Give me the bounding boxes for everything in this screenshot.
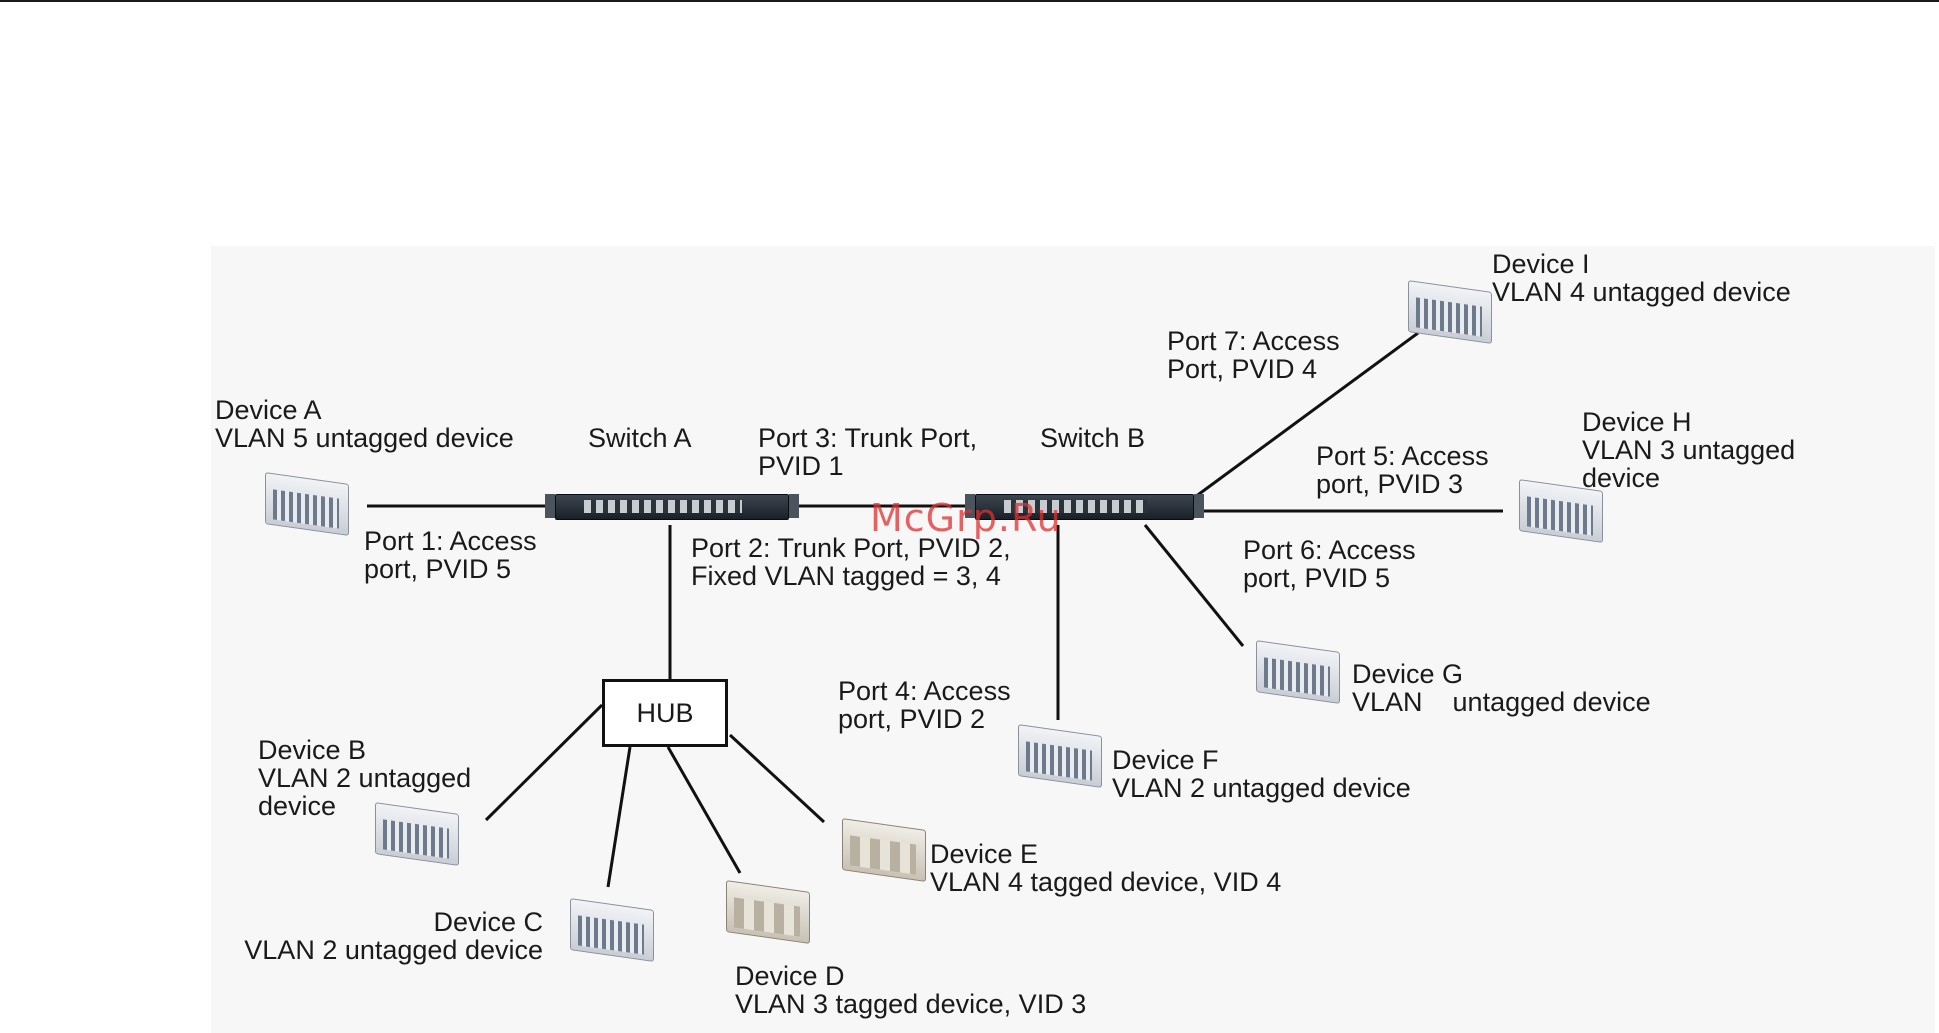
device-d-name: Device D xyxy=(735,961,845,991)
device-a-desc: VLAN 5 untagged device xyxy=(215,423,514,453)
watermark-text: McGrp.Ru xyxy=(870,496,1062,540)
device-e-icon xyxy=(836,816,930,882)
port-7-label: Port 7: Access Port, PVID 4 xyxy=(1167,327,1340,383)
port-2-line1: Port 2: Trunk Port, PVID 2, xyxy=(691,533,1011,563)
link-hub-device-b xyxy=(484,703,604,822)
device-b-name: Device B xyxy=(258,735,367,765)
link-switch-b-device-g xyxy=(1143,524,1245,647)
device-g-label: Device G VLAN untagged device xyxy=(1352,660,1651,716)
top-rule xyxy=(0,0,1939,2)
switch-a-icon xyxy=(545,494,799,520)
port-3-line2: PVID 1 xyxy=(758,451,844,481)
device-f-label: Device F VLAN 2 untagged device xyxy=(1112,746,1411,802)
device-h-name: Device H xyxy=(1582,407,1692,437)
device-i-icon xyxy=(1402,278,1496,344)
switch-b-icon xyxy=(965,494,1204,520)
device-f-name: Device F xyxy=(1112,745,1219,775)
device-b-desc-1: VLAN 2 untagged xyxy=(258,763,472,793)
device-e-label: Device E VLAN 4 tagged device, VID 4 xyxy=(930,840,1281,896)
device-d-icon xyxy=(720,878,814,944)
device-a-label: Device A VLAN 5 untagged device xyxy=(215,396,514,452)
port-6-line1: Port 6: Access xyxy=(1243,535,1416,565)
port-4-label: Port 4: Access port, PVID 2 xyxy=(838,677,1011,733)
port-1-label: Port 1: Access port, PVID 5 xyxy=(364,527,537,583)
hub-box: HUB xyxy=(602,679,728,747)
device-i-name: Device I xyxy=(1492,249,1590,279)
port-4-line1: Port 4: Access xyxy=(838,676,1011,706)
device-g-icon xyxy=(1250,638,1344,704)
port-1-line2: port, PVID 5 xyxy=(364,554,512,584)
device-d-label: Device D VLAN 3 tagged device, VID 3 xyxy=(735,962,1086,1018)
device-c-desc: VLAN 2 untagged device xyxy=(244,935,543,965)
port-7-line2: Port, PVID 4 xyxy=(1167,354,1318,384)
port-6-line2: port, PVID 5 xyxy=(1243,563,1391,593)
device-h-desc-2: device xyxy=(1582,463,1661,493)
link-hub-device-e xyxy=(728,733,826,824)
device-c-name: Device C xyxy=(433,907,543,937)
hub-label: HUB xyxy=(636,697,694,728)
port-2-label: Port 2: Trunk Port, PVID 2, Fixed VLAN t… xyxy=(691,534,1011,590)
port-5-line2: port, PVID 3 xyxy=(1316,469,1464,499)
device-e-desc: VLAN 4 tagged device, VID 4 xyxy=(930,867,1282,897)
switch-a-label: Switch A xyxy=(588,423,692,453)
device-e-name: Device E xyxy=(930,839,1039,869)
device-f-icon xyxy=(1012,722,1106,788)
port-6-label: Port 6: Access port, PVID 5 xyxy=(1243,536,1416,592)
device-i-desc: VLAN 4 untagged device xyxy=(1492,277,1791,307)
port-3-line1: Port 3: Trunk Port, xyxy=(758,423,978,453)
switch-b-label: Switch B xyxy=(1040,423,1146,453)
device-h-desc-1: VLAN 3 untagged xyxy=(1582,435,1796,465)
device-g-name: Device G xyxy=(1352,659,1464,689)
port-2-line2: Fixed VLAN tagged = 3, 4 xyxy=(691,561,1001,591)
device-h-label: Device H VLAN 3 untagged device xyxy=(1582,408,1795,492)
device-b-label: Device B VLAN 2 untagged device xyxy=(258,736,471,820)
link-hub-device-d xyxy=(666,746,742,874)
port-5-line1: Port 5: Access xyxy=(1316,441,1489,471)
port-1-line1: Port 1: Access xyxy=(364,526,537,556)
port-4-line2: port, PVID 2 xyxy=(838,704,986,734)
link-switch-b-device-i xyxy=(1194,331,1419,499)
device-g-desc: VLAN untagged device xyxy=(1352,687,1651,717)
port-7-line1: Port 7: Access xyxy=(1167,326,1340,356)
port-5-label: Port 5: Access port, PVID 3 xyxy=(1316,442,1489,498)
device-f-desc: VLAN 2 untagged device xyxy=(1112,773,1411,803)
device-d-desc: VLAN 3 tagged device, VID 3 xyxy=(735,989,1087,1019)
port-3-label: Port 3: Trunk Port, PVID 1 xyxy=(758,424,977,480)
device-b-desc-2: device xyxy=(258,791,337,821)
device-i-label: Device I VLAN 4 untagged device xyxy=(1492,250,1791,306)
diagram-panel xyxy=(211,246,1935,1033)
link-hub-device-c xyxy=(606,746,632,888)
device-c-icon xyxy=(564,896,658,962)
device-c-label: Device C VLAN 2 untagged device xyxy=(221,908,543,964)
device-a-icon xyxy=(259,470,353,536)
device-a-name: Device A xyxy=(215,395,322,425)
